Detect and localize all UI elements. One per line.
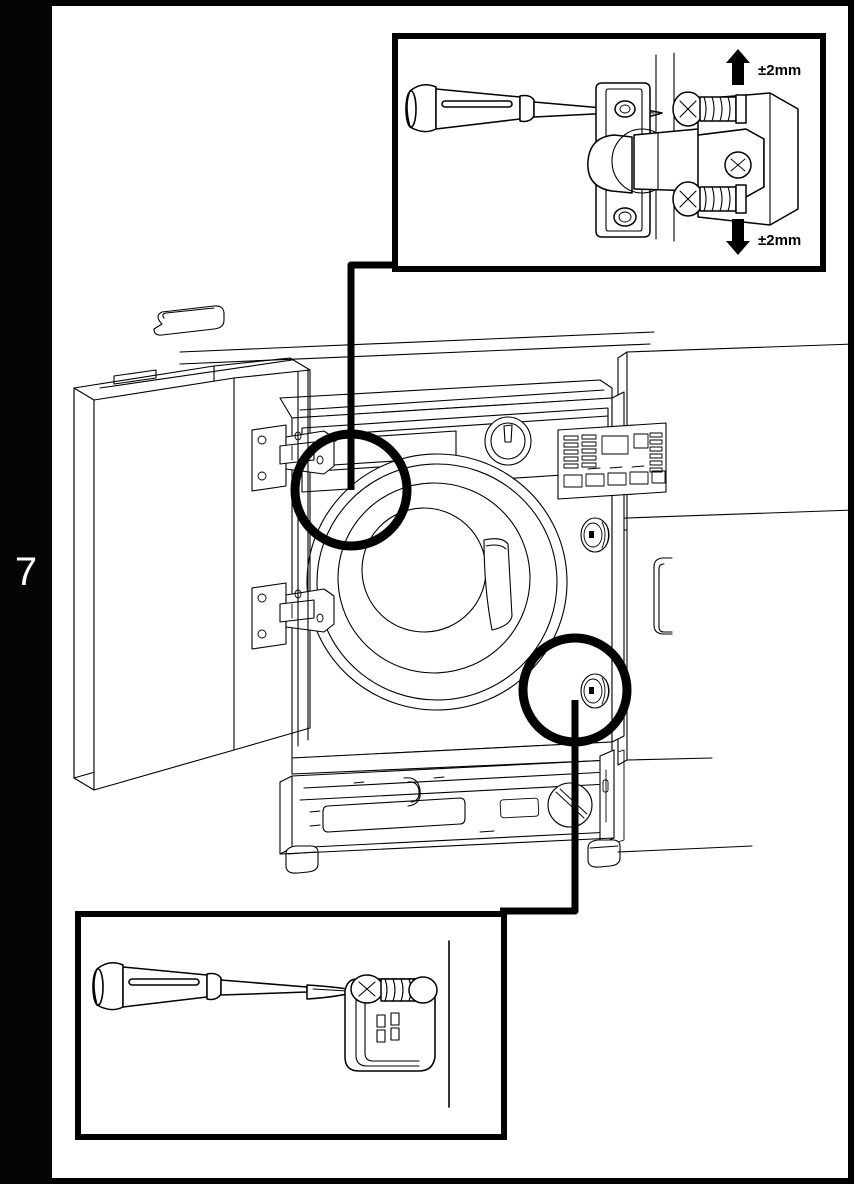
dimension-label-down: ±2mm — [758, 232, 801, 249]
program-selector-dial — [484, 416, 532, 466]
page-border-top — [0, 0, 854, 6]
page-border-right — [848, 0, 854, 1184]
dimension-label-up: ±2mm — [758, 62, 801, 79]
adjustment-screw-lower — [672, 181, 747, 217]
inset-bracket-fixing — [75, 911, 507, 1140]
porthole-door-handle — [483, 538, 513, 631]
inset-hinge-adjustment: ±2mm ±2mm — [392, 33, 826, 272]
page-border-bottom — [0, 1178, 854, 1184]
control-buttons-row — [563, 465, 666, 488]
adjustable-foot-left — [285, 845, 319, 874]
screw-spring — [380, 976, 438, 1004]
upper-fixing-bracket — [580, 517, 610, 553]
control-display-panel — [557, 422, 667, 500]
arrow-down-icon — [726, 219, 750, 255]
cabinet-door-handle — [153, 305, 225, 336]
cabinet-door-panel — [73, 357, 311, 791]
service-cap — [547, 782, 593, 828]
lower-fixing-bracket — [580, 673, 610, 709]
washing-machine-illustration — [52, 260, 854, 960]
adjustment-screw-upper — [672, 91, 747, 127]
hinge-cam-block — [697, 92, 799, 226]
display-indicator-segments-left — [563, 434, 597, 469]
display-indicator-segments-right — [649, 432, 663, 473]
adjacent-cabinet-handle — [653, 557, 673, 635]
screwdriver — [405, 84, 663, 133]
arrow-up-icon — [726, 49, 750, 85]
page-number: 7 — [14, 550, 38, 594]
adjacent-cabinet-panel — [617, 343, 854, 766]
fixing-screw — [350, 974, 384, 1004]
page-number-bar: 7 — [0, 0, 52, 1184]
slot-markings — [376, 1012, 400, 1043]
door-top-bracket — [113, 369, 157, 385]
adjustable-foot-right — [587, 839, 621, 868]
screwdriver — [92, 962, 360, 1011]
